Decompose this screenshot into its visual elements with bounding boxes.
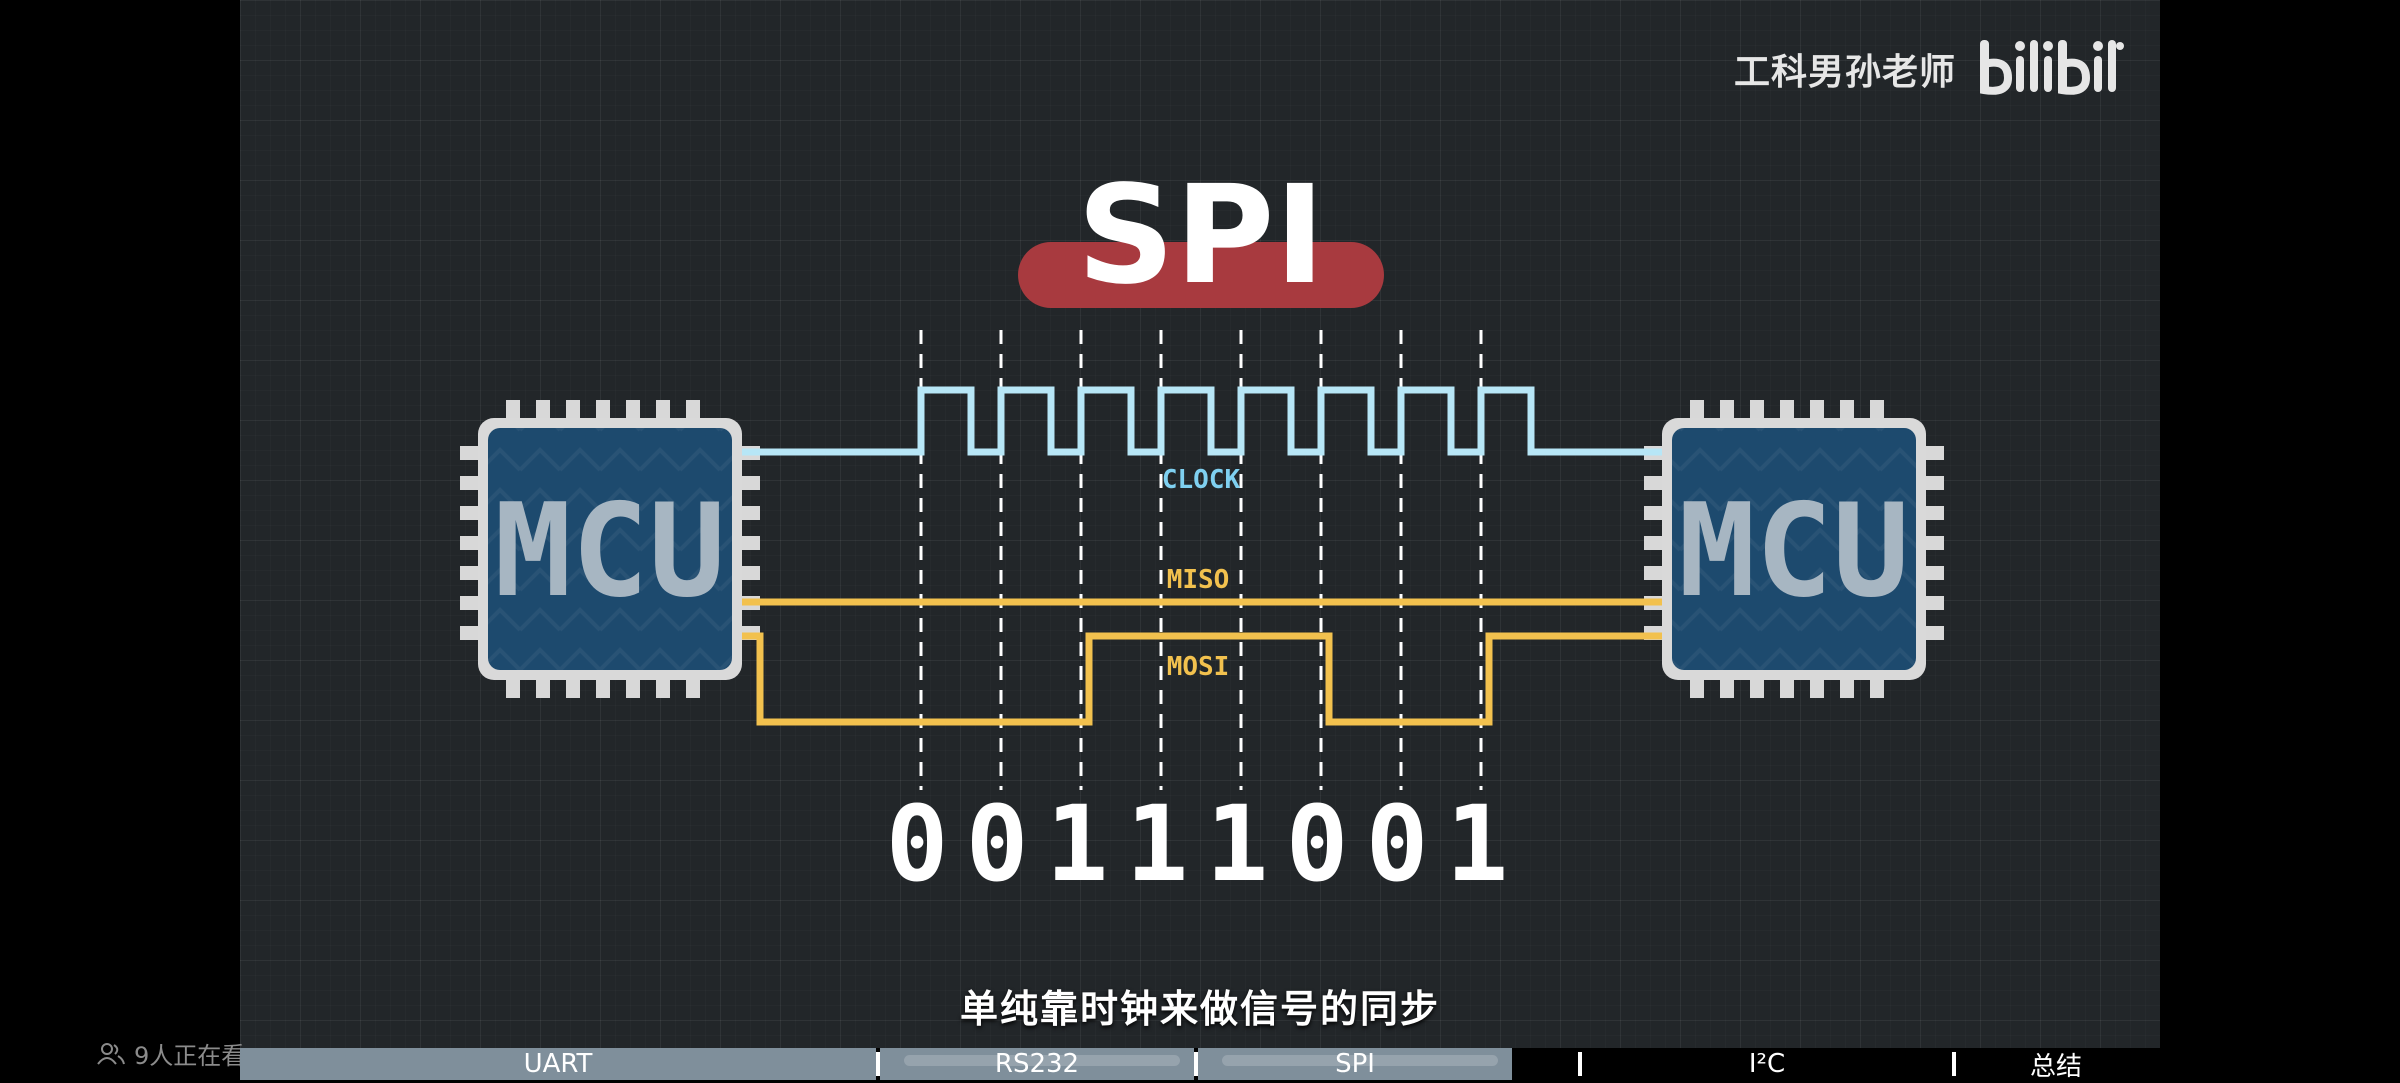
- viewer-count: 9人正在看: [96, 1036, 245, 1071]
- chip-pin: [460, 596, 480, 610]
- diagram-title: SPI: [1077, 157, 1325, 315]
- chapter-rs232[interactable]: RS232: [880, 1048, 1194, 1080]
- left-mcu-chip: MCU: [460, 400, 760, 698]
- chip-pin: [1924, 506, 1944, 520]
- chip-pin: [1870, 400, 1884, 420]
- chip-pin: [1810, 678, 1824, 698]
- chip-pin: [1644, 566, 1664, 580]
- chip-pin: [506, 400, 520, 420]
- chip-pin: [1644, 536, 1664, 550]
- chapter-spi-remaining[interactable]: [1512, 1048, 1578, 1080]
- title-bar: [1018, 242, 1384, 308]
- chip-pin: [1840, 678, 1854, 698]
- chip-pin: [536, 400, 550, 420]
- bit-digit: 0: [1286, 783, 1349, 905]
- chip-pin: [1924, 446, 1944, 460]
- chip-pin: [656, 400, 670, 420]
- chapter-i2c[interactable]: I²C: [1748, 1049, 1786, 1079]
- chip-pin: [740, 506, 760, 520]
- bit-digit: 1: [1206, 783, 1269, 905]
- viewer-count-text: 9人正在看: [134, 1042, 246, 1070]
- chip-pin: [460, 536, 480, 550]
- chip-pin: [1870, 678, 1884, 698]
- chip-pin: [1720, 400, 1734, 420]
- chip-pin: [460, 476, 480, 490]
- subtitle: 单纯靠时钟来做信号的同步: [959, 987, 1440, 1031]
- chip-pin: [1924, 476, 1944, 490]
- chip-pin: [626, 400, 640, 420]
- mosi-signal-trace: [742, 632, 1662, 726]
- chip-pin: [1840, 400, 1854, 420]
- miso-label: MISO: [1167, 565, 1230, 595]
- chip-pin: [1780, 678, 1794, 698]
- bit-digit: 0: [1366, 783, 1429, 905]
- chip-pin: [656, 678, 670, 698]
- uploader-name: 工科男孙老师: [1733, 52, 1956, 93]
- watermark: 工科男孙老师: [1734, 34, 2124, 104]
- chip-pin: [566, 678, 580, 698]
- chip-pin: [1750, 400, 1764, 420]
- chip-pin: [460, 566, 480, 580]
- chip-pin: [1690, 400, 1704, 420]
- chapter-separator: [1578, 1052, 1582, 1076]
- bilibili-logo-icon: [1980, 40, 2124, 95]
- chip-pin: [626, 678, 640, 698]
- people-icon: [97, 1042, 125, 1065]
- bit-digit: 1: [1446, 783, 1509, 905]
- chip-pin: [596, 400, 610, 420]
- chip-pin: [1720, 678, 1734, 698]
- chip-pin: [1924, 566, 1944, 580]
- left-chip-label: MCU: [494, 477, 725, 626]
- right-chip-label: MCU: [1678, 477, 1909, 626]
- chip-pin: [460, 626, 480, 640]
- bit-digit: 1: [1126, 783, 1189, 905]
- chip-pin: [596, 678, 610, 698]
- chip-pin: [740, 536, 760, 550]
- bit-digit: 1: [1046, 783, 1109, 905]
- chip-pin: [1750, 678, 1764, 698]
- chip-pin: [686, 678, 700, 698]
- chapter-separator: [1952, 1052, 1956, 1076]
- chapter-separator: [876, 1052, 880, 1076]
- chip-pin: [1644, 476, 1664, 490]
- chip-pin: [1924, 596, 1944, 610]
- chapter-spi[interactable]: SPI: [1198, 1048, 1512, 1080]
- chip-pin: [1924, 626, 1944, 640]
- chip-pin: [506, 678, 520, 698]
- chip-pin: [1810, 400, 1824, 420]
- mosi-label: MOSI: [1167, 652, 1230, 682]
- chip-pin: [460, 446, 480, 460]
- clock-label: CLOCK: [1162, 465, 1241, 495]
- chip-pin: [1924, 536, 1944, 550]
- chip-pin: [1690, 678, 1704, 698]
- bit-digit: 0: [886, 783, 949, 905]
- chip-pin: [686, 400, 700, 420]
- chapter-summary[interactable]: 总结: [2029, 1051, 2082, 1082]
- video-frame[interactable]: 工科男孙老师: [240, 0, 2160, 1050]
- chapter-progress-bar[interactable]: UART RS232 SPI I²C 总结: [240, 1048, 2160, 1082]
- clock-signal-trace: [742, 386, 1662, 456]
- chip-pin: [460, 506, 480, 520]
- chip-pin: [1780, 400, 1794, 420]
- chip-pin: [566, 400, 580, 420]
- chapter-uart[interactable]: UART: [240, 1048, 876, 1080]
- bit-digit: 0: [966, 783, 1029, 905]
- chip-pin: [740, 476, 760, 490]
- chip-pin: [740, 566, 760, 580]
- chapter-separator: [1194, 1052, 1198, 1076]
- chip-pin: [1644, 506, 1664, 520]
- chip-pin: [536, 678, 550, 698]
- right-mcu-chip: MCU: [1644, 400, 1944, 698]
